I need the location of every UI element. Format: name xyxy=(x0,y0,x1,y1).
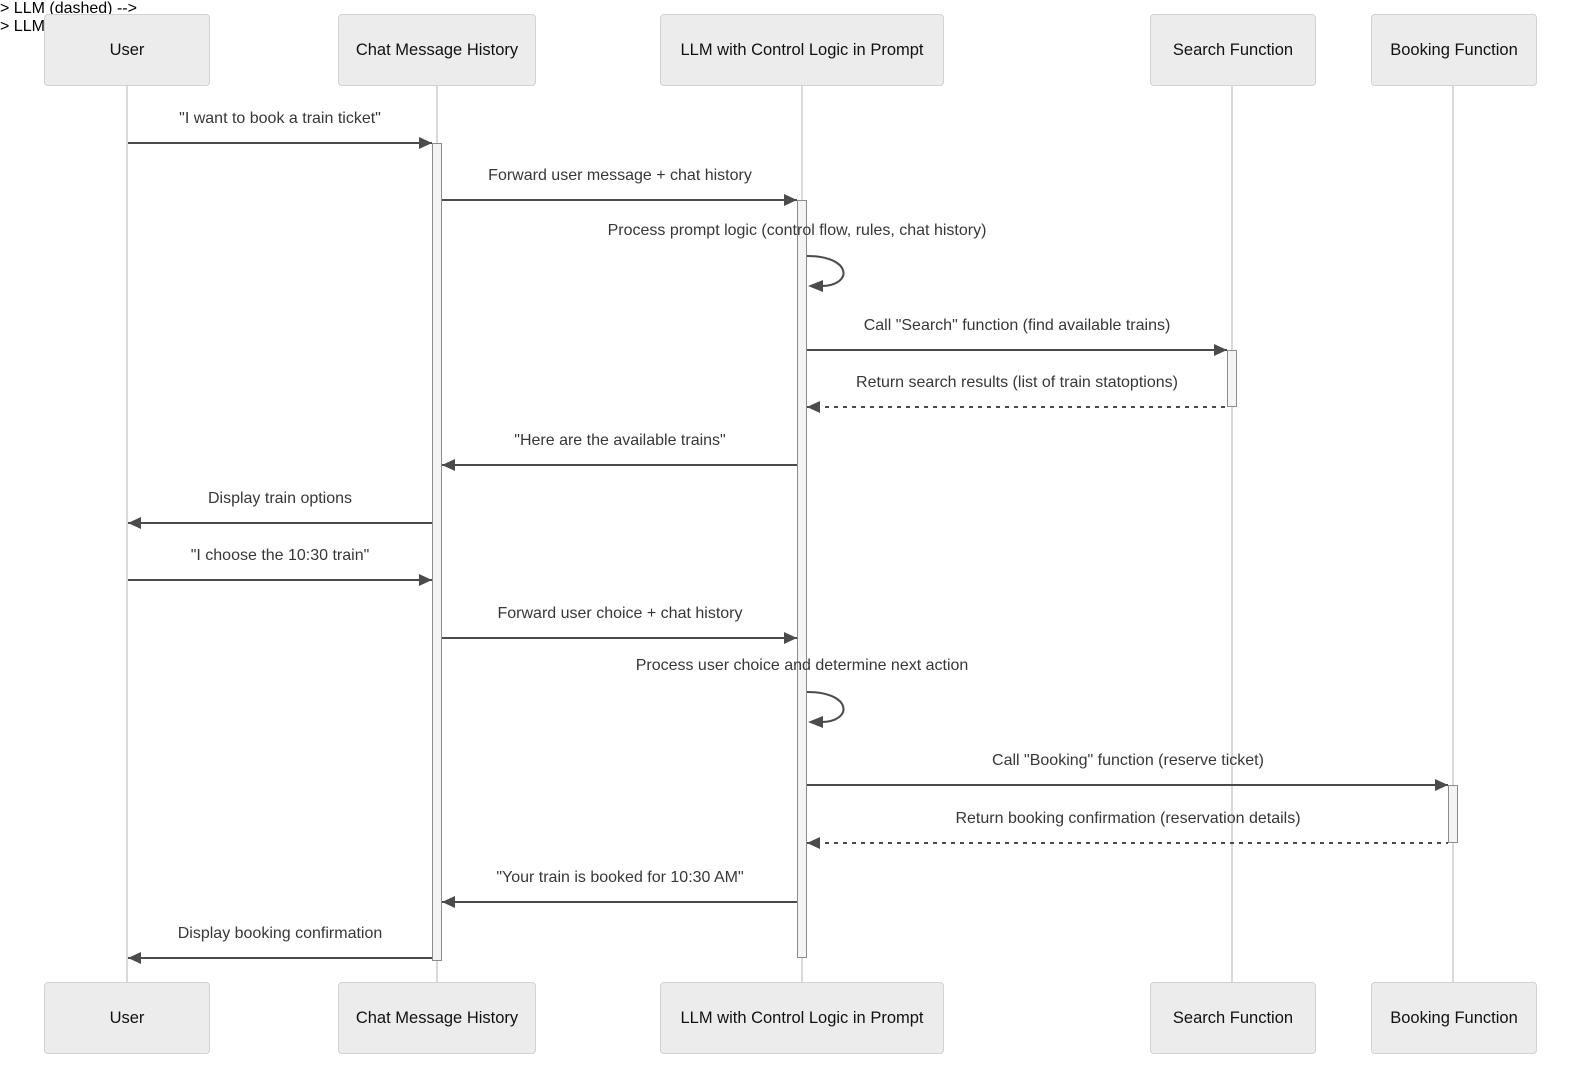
actor-chat-history-bottom-label: Chat Message History xyxy=(355,1008,519,1027)
self-loop-arrow-2 xyxy=(806,691,845,728)
message-3-label: Process prompt logic (control flow, rule… xyxy=(607,222,987,239)
message-14-label: Display booking confirmation xyxy=(177,925,383,942)
message-10-label: Process user choice and determine next a… xyxy=(635,657,969,674)
message-1-arrowhead-icon xyxy=(419,137,432,149)
lifeline-booking xyxy=(1452,86,1454,982)
actor-llm-bottom-label: LLM with Control Logic in Prompt xyxy=(680,1008,924,1027)
message-5-arrowhead-icon xyxy=(807,401,820,413)
message-14-arrowhead-icon xyxy=(128,952,141,964)
message-12-label: Return booking confirmation (reservation… xyxy=(955,810,1301,827)
actor-chat-history-top: Chat Message History xyxy=(338,14,536,86)
message-7-arrow xyxy=(128,522,432,524)
activation-llm xyxy=(797,200,807,958)
message-12-arrowhead-icon xyxy=(807,837,820,849)
message-2-arrow xyxy=(442,199,797,201)
activation-booking xyxy=(1448,785,1458,843)
actor-llm-top: LLM with Control Logic in Prompt xyxy=(660,14,944,86)
actor-search-bottom-label: Search Function xyxy=(1172,1008,1294,1027)
message-13-label: "Your train is booked for 10:30 AM" xyxy=(496,869,744,886)
message-4-label: Call "Search" function (find available t… xyxy=(863,317,1171,334)
actor-search-top: Search Function xyxy=(1150,14,1316,86)
message-2-arrowhead-icon xyxy=(784,194,797,206)
actor-booking-bottom: Booking Function xyxy=(1371,982,1537,1054)
actor-user-bottom-label: User xyxy=(109,1008,145,1027)
actor-user-top: User xyxy=(44,14,210,86)
actor-booking-top: Booking Function xyxy=(1371,14,1537,86)
message-9-arrow xyxy=(442,637,797,639)
actor-chat-history-bottom: Chat Message History xyxy=(338,982,536,1054)
message-11-arrow xyxy=(807,784,1448,786)
message-8-arrow xyxy=(128,579,432,581)
message-5-label: Return search results (list of train sta… xyxy=(856,374,1178,391)
actor-user-bottom: User xyxy=(44,982,210,1054)
message-11-label: Call "Booking" function (reserve ticket) xyxy=(992,752,1264,769)
actor-booking-bottom-label: Booking Function xyxy=(1390,1008,1518,1027)
actor-search-bottom: Search Function xyxy=(1150,982,1316,1054)
message-4-arrowhead-icon xyxy=(1214,344,1227,356)
message-4-arrow xyxy=(807,349,1227,351)
message-6-arrow xyxy=(442,464,797,466)
message-2-label: Forward user message + chat history xyxy=(488,167,752,184)
message-6-arrowhead-icon xyxy=(442,459,455,471)
lifeline-search xyxy=(1231,86,1233,982)
message-8-arrowhead-icon xyxy=(419,574,432,586)
message-7-label: Display train options xyxy=(207,490,353,507)
message-1-arrow xyxy=(128,142,432,144)
actor-search-top-label: Search Function xyxy=(1172,40,1294,59)
message-1-label: "I want to book a train ticket" xyxy=(179,110,381,127)
actor-llm-top-label: LLM with Control Logic in Prompt xyxy=(680,40,924,59)
actor-chat-history-top-label: Chat Message History xyxy=(355,40,519,59)
activation-chat-history xyxy=(432,143,442,961)
message-7-arrowhead-icon xyxy=(128,517,141,529)
actor-booking-top-label: Booking Function xyxy=(1390,40,1518,59)
message-13-arrowhead-icon xyxy=(442,896,455,908)
message-11-arrowhead-icon xyxy=(1435,779,1448,791)
lifeline-user xyxy=(126,86,128,982)
message-13-arrow xyxy=(442,901,797,903)
actor-user-top-label: User xyxy=(109,40,145,59)
message-14-arrow xyxy=(128,957,432,959)
message-8-label: "I choose the 10:30 train" xyxy=(190,547,370,564)
message-12-arrow xyxy=(807,842,1448,844)
message-9-arrowhead-icon xyxy=(784,632,797,644)
message-6-label: "Here are the available trains" xyxy=(514,432,726,449)
message-9-label: Forward user choice + chat history xyxy=(497,605,743,622)
activation-search xyxy=(1227,350,1237,407)
actor-llm-bottom: LLM with Control Logic in Prompt xyxy=(660,982,944,1054)
self-loop-arrow-1 xyxy=(806,255,845,292)
message-5-arrow xyxy=(807,406,1227,408)
